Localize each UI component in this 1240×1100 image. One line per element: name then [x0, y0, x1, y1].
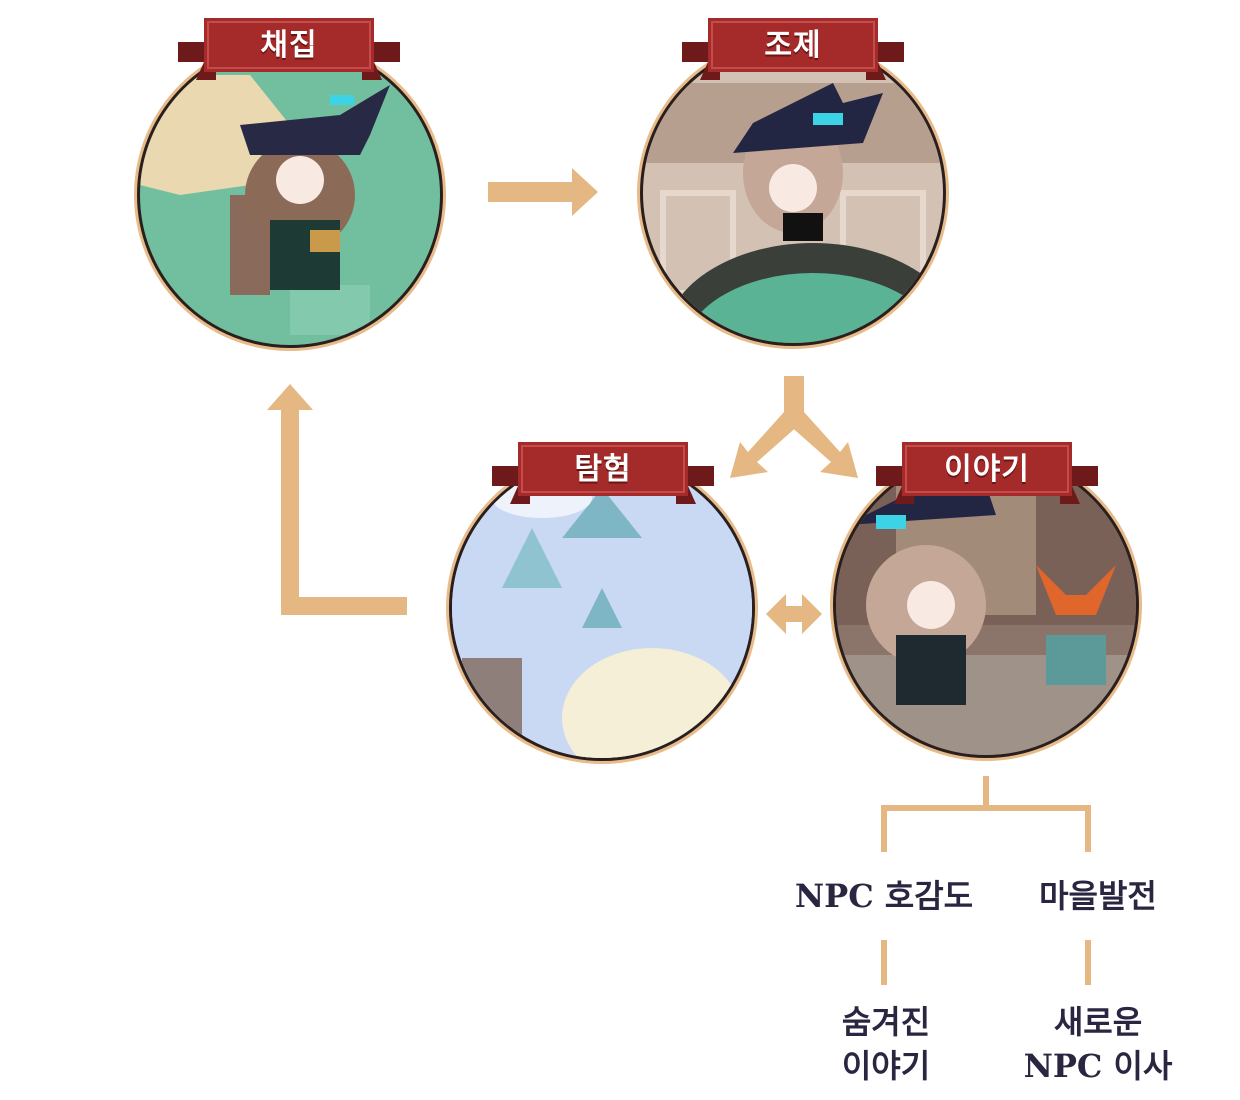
ribbon-icon: [682, 18, 904, 80]
ribbon-icon: [492, 442, 714, 504]
exploration-label: 탐험: [574, 452, 632, 487]
crafting-banner: 조제: [682, 12, 904, 82]
story-label: 이야기: [944, 452, 1030, 487]
new-npc-line2: NPC 이사: [1023, 1047, 1173, 1085]
arrow-right-icon: [488, 168, 598, 216]
new-npc-label: 새로운 NPC 이사: [1010, 1000, 1186, 1088]
ribbon-icon: [178, 18, 400, 80]
crafting-label: 조제: [764, 28, 822, 63]
gathering-banner: 채집: [178, 12, 400, 82]
gathering-scene: [137, 42, 443, 348]
arrow-down-left-icon: [730, 412, 800, 478]
tree-branch: [881, 805, 1091, 852]
story-banner: 이야기: [876, 436, 1098, 506]
gathering-label: 채집: [260, 28, 318, 63]
crafting-scene: [640, 40, 946, 346]
split-stem: [784, 376, 804, 420]
ribbon-icon: [876, 442, 1098, 504]
hidden-story-line2: 이야기: [841, 1047, 931, 1085]
crafting-art: [643, 83, 943, 343]
arrow-up-icon: [267, 384, 407, 615]
new-npc-line1: 새로운: [1053, 1003, 1143, 1041]
hidden-story-label: 숨겨진 이야기: [804, 1000, 968, 1088]
arrow-both-icon: [766, 594, 822, 634]
arrow-down-right-icon: [788, 412, 858, 478]
npc-affinity-label: NPC 호감도: [794, 877, 974, 915]
gathering-art: [140, 75, 390, 335]
village-development-label: 마을발전: [1039, 877, 1157, 915]
exploration-banner: 탐험: [492, 436, 714, 506]
hidden-story-line1: 숨겨진: [841, 1003, 931, 1041]
